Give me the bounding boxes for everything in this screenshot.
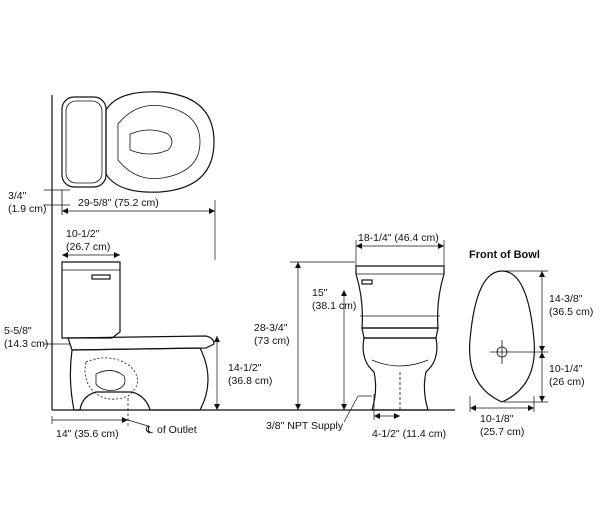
top-offset-label: 3/4": [8, 190, 27, 202]
front-trip-lever: [361, 279, 373, 285]
side-view: [61, 261, 215, 411]
overall-length-label: 29-5/8" (75.2 cm): [78, 197, 159, 209]
front-view-seat: [361, 327, 439, 339]
supply-height-cm-label: (38.1 cm): [312, 300, 356, 312]
tank-depth-cm-label: (26.7 cm): [66, 241, 110, 253]
side-view-bowl: [69, 347, 209, 411]
bowl-front-cm-label: (26 cm): [549, 376, 585, 388]
supply-height-label: 15": [312, 287, 328, 299]
top-view-bowl: [105, 91, 215, 193]
top-offset-cm-label: (1.9 cm): [8, 203, 47, 215]
supply-offset-label: 4-1/2" (11.4 cm): [372, 428, 446, 440]
front-view-tank: [355, 265, 445, 329]
side-view-seat: [67, 335, 215, 351]
overall-height-cm-label: (73 cm): [254, 335, 290, 347]
bowl-height-label: 14-1/2": [228, 362, 262, 374]
bowl-outline: [469, 270, 535, 403]
centerline-symbol: ℄: [145, 424, 153, 436]
top-view: [61, 91, 215, 215]
lever-height-label: 5-5/8": [4, 325, 32, 337]
bowl-width-label: 10-1/8": [480, 413, 514, 425]
bowl-length-cm-label: (36.5 cm): [549, 306, 593, 318]
bowl-length-label: 14-3/8": [549, 293, 583, 305]
lever-height-cm-label: (14.3 cm): [4, 338, 48, 350]
tank-width-label: 18-1/4" (46.4 cm): [358, 232, 439, 244]
front-view: [355, 265, 445, 411]
front-view-bowl: [362, 337, 438, 411]
supply-label: 3/8" NPT Supply: [266, 420, 344, 432]
bowl-height-cm-label: (36.8 cm): [228, 375, 272, 387]
outlet-label: of Outlet: [157, 424, 197, 436]
front-of-bowl-title: Front of Bowl: [469, 249, 540, 261]
rough-in-label: 14" (35.6 cm): [56, 428, 119, 440]
bowl-front-label: 10-1/4": [549, 363, 583, 375]
trip-lever: [91, 274, 111, 280]
side-view-tank: [61, 261, 121, 339]
tank-depth-label: 10-1/2": [66, 228, 100, 240]
overall-height-label: 28-3/4": [254, 322, 288, 334]
bowl-width-cm-label: (25.7 cm): [480, 426, 524, 438]
top-view-tank: [61, 96, 107, 188]
